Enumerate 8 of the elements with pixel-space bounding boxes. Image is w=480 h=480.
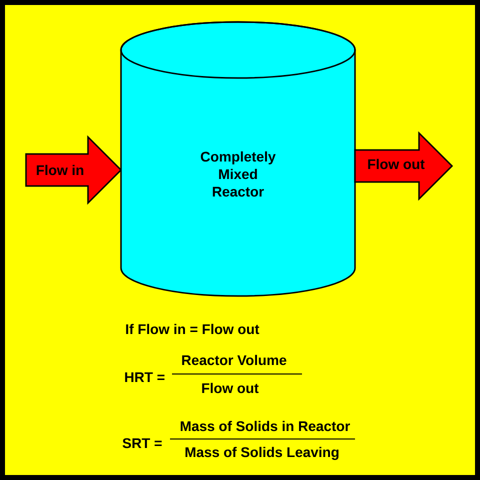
fraction-denominator: Mass of Solids Leaving [186, 446, 338, 460]
formula-text: SRT = [122, 438, 162, 448]
formula-text: HRT = [125, 372, 164, 382]
reactor-cylinder: Completely Mixed Reactor [120, 21, 356, 297]
condition-text: If Flow in = Flow out [126, 324, 260, 334]
fraction-numerator: Reactor Volume [182, 354, 286, 366]
fraction-numerator: Mass of Solids in Reactor [180, 420, 350, 432]
fraction-denominator: Flow out [202, 382, 259, 394]
